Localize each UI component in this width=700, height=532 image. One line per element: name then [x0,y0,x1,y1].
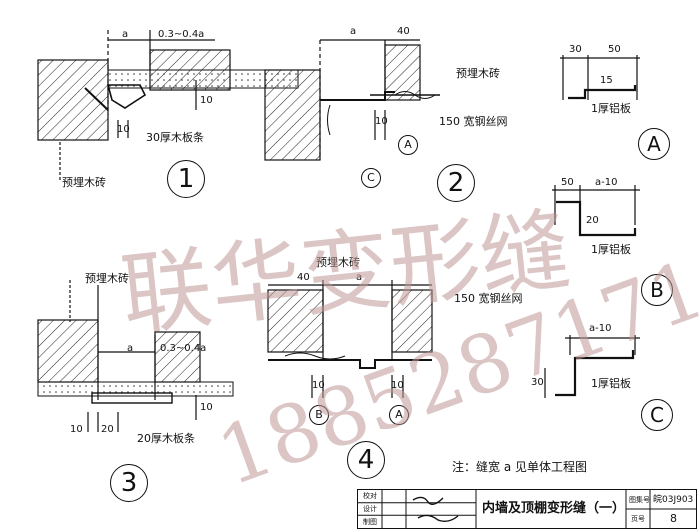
d3-dim-a: a [127,343,134,354]
d2-dim-40: 40 [397,26,410,37]
detail-4-number: 4 [347,441,385,479]
profile-b-drawing [552,185,640,237]
d3-dim-10a: 10 [70,424,83,435]
detail-3-number: 3 [110,464,148,502]
d2-dim-10: 10 [375,116,388,127]
d1-dim-range: 0.3~0.4a [158,29,205,40]
profile-b-dim-20: 20 [586,215,599,226]
d1-dim-10a: 10 [117,124,130,135]
profile-c-label: 1厚铝板 [591,377,631,390]
profile-c-letter: C [641,399,673,431]
profile-c-dim-30: 30 [531,377,544,388]
d1-embedded-brick-label: 预埋木砖 [62,176,106,189]
d3-embedded-brick-label: 预埋木砖 [85,272,129,285]
signature-mark [412,496,459,523]
d4-embedded-brick-label: 预埋木砖 [316,256,360,269]
d2-mesh-label: 150 宽钢丝网 [439,115,508,128]
profile-b-dim-50: 50 [561,177,574,188]
d2-dim-a: a [350,26,357,37]
d1-dim-10b: 10 [200,95,213,106]
profile-a-letter: A [638,128,670,160]
title-block-grid [358,490,696,528]
d1-wood-strip-label: 30厚木板条 [146,131,204,144]
profile-c-drawing [544,335,640,398]
d4-dim-40: 40 [297,272,310,283]
d2-ref-c: C [361,168,381,188]
tb-atlas-label: 图集号 [629,496,650,504]
d3-dim-10b: 10 [200,402,213,413]
detail-2-drawing [264,39,440,161]
tb-page-no: 8 [670,512,677,525]
d4-dim-10a: 10 [312,380,325,391]
d4-dim-10b: 10 [391,380,404,391]
tb-check-label: 校对 [363,492,377,500]
detail-1-drawing [37,30,299,180]
detail-1-number: 1 [167,160,205,198]
profile-a-label: 1厚铝板 [591,102,631,115]
profile-b-letter: B [641,274,673,306]
profile-a-drawing [560,55,640,100]
tb-page-label: 页号 [631,515,645,523]
d4-mesh-label: 150 宽钢丝网 [454,292,523,305]
tb-atlas-no: 皖03J903 [653,495,694,505]
profile-a-dim-50: 50 [608,44,621,55]
d4-ref-b: B [309,405,329,425]
d3-dim-20: 20 [101,424,114,435]
detail-4-drawing [267,280,433,398]
profile-a-dim-30: 30 [569,44,582,55]
d4-dim-a: a [356,272,363,283]
profile-a-dim-15: 15 [600,75,613,86]
d3-wood-strip-label: 20厚木板条 [137,432,195,445]
general-note: 注：缝宽 a 见单体工程图 [452,460,587,474]
d4-ref-a: A [389,405,409,425]
profile-c-dim-a10: a-10 [589,323,612,334]
d1-dim-a: a [122,29,129,40]
profile-b-dim-a10: a-10 [595,177,618,188]
detail-2-number: 2 [437,164,475,202]
title-block: 校对 设计 制图 内墙及顶棚变形缝（一） 图集号 皖03J903 页号 8 [357,489,697,529]
tb-draw-label: 制图 [363,518,377,526]
tb-design-label: 设计 [363,505,377,513]
d3-dim-range: 0.3~0.4a [160,343,207,354]
d2-embedded-brick-label: 预埋木砖 [456,67,500,80]
d2-ref-a: A [398,135,418,155]
tb-title: 内墙及顶棚变形缝（一） [482,501,626,516]
detail-3-drawing [37,280,234,432]
profile-b-label: 1厚铝板 [591,243,631,256]
